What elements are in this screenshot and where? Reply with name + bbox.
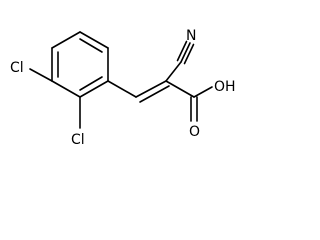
double-bond-ch-c-outer xyxy=(135,80,167,98)
triple-bond-cn-2 xyxy=(176,40,188,62)
hydroxyl-label: OH xyxy=(214,79,236,95)
ring-bond-c5-c6 xyxy=(79,80,109,98)
ring-double-bond-inner-1 xyxy=(79,38,103,53)
chlorine-label-top: Cl xyxy=(10,60,24,76)
structure-canvas: N OH O Cl Cl xyxy=(10,28,236,148)
bond-c-cn xyxy=(165,61,182,82)
nitrogen-label: N xyxy=(186,28,196,44)
ring-bond-c4-c5 xyxy=(51,80,81,98)
bond-c4-cl xyxy=(29,68,53,82)
ring-bond-c1-c2 xyxy=(79,31,109,49)
triple-bond-cn-1 xyxy=(180,42,191,63)
triple-bond-cn-3 xyxy=(183,43,195,65)
carbonyl-oxygen-label: O xyxy=(189,124,200,140)
ring-double-bond-inner-3 xyxy=(79,76,103,91)
ring-bond-c2-c3 xyxy=(51,31,81,49)
bond-c-cooh xyxy=(165,80,195,98)
molecule-drawing: N OH O Cl Cl xyxy=(10,28,236,148)
bond-ring-ch xyxy=(107,80,137,98)
benzene-ring xyxy=(51,31,109,98)
chlorine-label-bottom: Cl xyxy=(71,132,85,148)
bond-cooh-oh xyxy=(193,86,213,98)
double-bond-ch-c-inner xyxy=(139,85,170,103)
